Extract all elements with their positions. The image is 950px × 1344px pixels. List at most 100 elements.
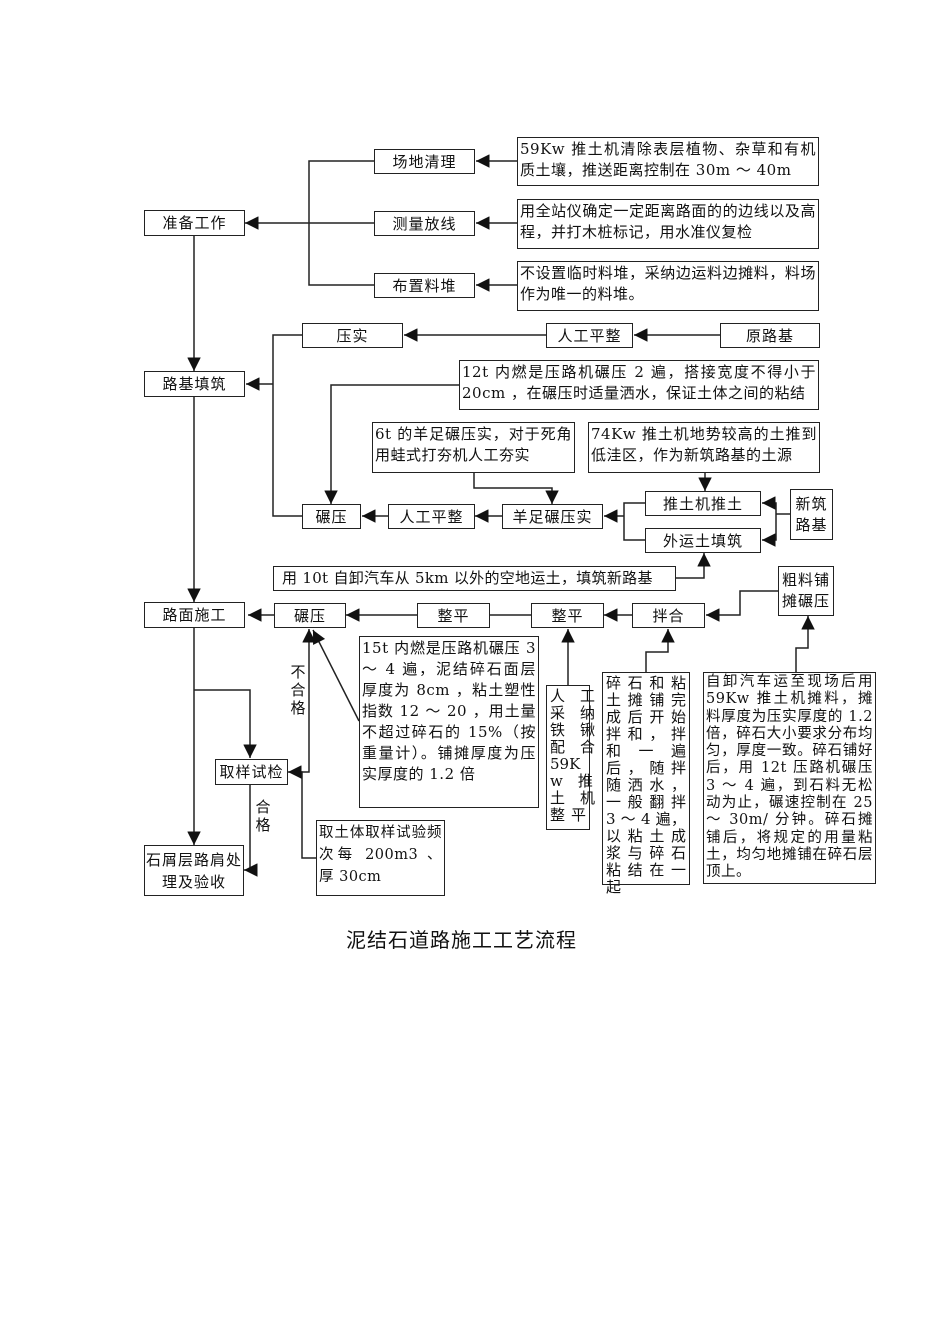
step-mix-label: 拌合	[652, 606, 685, 625]
step-original-label: 原路基	[745, 326, 794, 345]
manual-level-row: 人 工	[550, 687, 596, 705]
step-import-fill: 外运土填筑	[645, 528, 761, 553]
arrow-mixing-mix	[645, 629, 675, 672]
step-prep: 准备工作	[144, 210, 245, 236]
mixing-row: 后，随拌	[606, 759, 686, 777]
step-new-subgrade-label: 新筑路基	[795, 494, 828, 534]
label-fail-text: 不合格	[290, 663, 306, 717]
step-manual-level-label: 人工平整	[399, 507, 464, 526]
step-manual-level: 人工平整	[388, 504, 475, 529]
note-bulldozer74: 74Kw 推土机地势较高的土推到低洼区，作为新筑路基的土源	[588, 422, 820, 473]
manual-level-row: 采 纳	[550, 704, 596, 722]
step-compact: 压实	[302, 323, 403, 348]
step-bulldoze-label: 推土机推土	[662, 494, 743, 513]
step-sheepsfoot-label: 羊足碾压实	[512, 507, 593, 526]
note-clear: 59Kw 推土机清除表层植物、杂草和有机质土壤，推送距离控制在 30m ～ 40…	[517, 137, 819, 186]
note-sheepsfoot6t: 6t 的羊足碾压实，对于死角用蛙式打夯机人工夯实	[372, 422, 575, 473]
step-pavement: 路面施工	[144, 602, 245, 628]
step-new-subgrade: 新筑路基	[790, 489, 833, 540]
step-clear-label: 场地清理	[392, 152, 457, 171]
mixing-row: 一般翻拌	[606, 793, 686, 811]
mixing-row: 碎石和粘	[606, 674, 686, 692]
arrow-new-bulldoze	[762, 496, 777, 514]
manual-level-row: 配 合	[550, 738, 596, 756]
step-import-fill-label: 外运土填筑	[662, 531, 743, 550]
step-shoulder: 石屑层路肩处理及验收	[144, 845, 244, 896]
mixing-row: 拌和，拌	[606, 725, 686, 743]
mixing-row: 3 ～ 4 遍，	[606, 810, 686, 828]
step-level1-label: 整平	[437, 606, 470, 625]
manual-level-row: w 推	[550, 772, 593, 790]
manual-level-row: 59K	[550, 755, 581, 773]
diagram-title: 泥结石道路施工工艺流程	[346, 928, 577, 952]
mixing-row: 起	[606, 878, 622, 896]
note-spreading: 自卸汽车运至现场后用 59Kw 推土机摊料，摊料厚度为压实厚度的 1.2 倍，碎…	[703, 672, 888, 884]
mixing-row: 成后开始	[606, 708, 686, 726]
step-survey: 测量放线	[374, 211, 475, 236]
mixing-row: 浆与碎石	[606, 844, 686, 862]
arrow-spreading-coarse	[795, 616, 815, 672]
step-manual-level-top: 人工平整	[546, 323, 633, 348]
step-sample-label: 取样试检	[219, 763, 284, 781]
step-bulldoze: 推土机推土	[645, 491, 761, 516]
label-fail: 不合格	[290, 663, 306, 717]
step-prep-label: 准备工作	[162, 214, 227, 232]
mixing-row: 以粘土成	[606, 827, 686, 845]
arrow-new-import	[762, 514, 777, 547]
step-coarse-label: 粗料铺摊碾压	[781, 571, 830, 610]
step-stockpile: 布置料堆	[374, 273, 475, 298]
note-sheepsfoot6t-text: 6t 的羊足碾压实，对于死角用蛙式打夯机人工夯实	[375, 425, 572, 464]
step-pavement-label: 路面施工	[162, 606, 227, 624]
note-stockpile-text: 不设置临时料堆，采纳边运料边摊料，料场作为唯一的料堆。	[520, 264, 816, 303]
step-roll-pavement-label: 碾压	[293, 606, 326, 625]
step-mix: 拌合	[632, 603, 705, 628]
step-compact-label: 压实	[336, 326, 369, 345]
mixing-row: 和 一 遍	[606, 742, 686, 760]
step-subgrade: 路基填筑	[144, 371, 245, 397]
arrow-coarse-mix	[706, 590, 778, 622]
mixing-row: 随洒水，	[606, 776, 686, 794]
note-survey-text: 用全站仪确定一定距离路面的的边线以及高程，并打木桩标记，用水准仪复检	[520, 202, 816, 241]
label-pass: 合格	[255, 798, 271, 834]
arrow-sampling-sample	[288, 765, 318, 859]
step-roll-subgrade-label: 碾压	[315, 507, 348, 526]
step-level2-label: 整平	[551, 606, 584, 625]
note-bulldozer74-text: 74Kw 推土机地势较高的土推到低洼区，作为新筑路基的土源	[591, 425, 817, 464]
step-survey-label: 测量放线	[392, 214, 457, 233]
note-roller15t-text: 15t 内燃是压路机碾压 3 ～ 4 遍，泥结碎石面层厚度为 8cm ，粘土塑性…	[362, 639, 536, 783]
manual-level-row: 整平	[550, 806, 586, 824]
step-roll-subgrade: 碾压	[302, 504, 361, 529]
bracket-subgrade	[272, 334, 302, 517]
step-coarse: 粗料铺摊碾压	[778, 566, 834, 616]
manual-level-row: 铁 锹	[550, 721, 596, 739]
note-truck10t: 用 10t 自卸汽车从 5km 以外的空地运土，填筑新路基	[273, 566, 676, 591]
arrow-12t-roll	[324, 384, 460, 504]
step-manual-level-top-label: 人工平整	[557, 326, 622, 345]
step-original: 原路基	[720, 323, 820, 348]
step-sample: 取样试检	[215, 759, 288, 785]
step-sheepsfoot: 羊足碾压实	[502, 504, 603, 529]
note-roller12t-text: 12t 内燃是压路机碾压 2 遍，搭接宽度不得小于 20cm ，在碾压时适量洒水…	[462, 363, 816, 402]
arrow-pavement-sample	[194, 689, 257, 758]
step-clear: 场地清理	[374, 149, 475, 174]
note-clear-text: 59Kw 推土机清除表层植物、杂草和有机质土壤，推送距离控制在 30m ～ 40…	[520, 140, 816, 179]
label-pass-text: 合格	[255, 798, 271, 834]
manual-level-row: 土 机	[550, 789, 596, 807]
note-spreading-text: 自卸汽车运至现场后用 59Kw 推土机摊料，摊料厚度为压实厚度的 1.2 倍，碎…	[706, 674, 888, 881]
note-roller12t: 12t 内燃是压路机碾压 2 遍，搭接宽度不得小于 20cm ，在碾压时适量洒水…	[459, 360, 819, 410]
note-survey: 用全站仪确定一定距离路面的的边线以及高程，并打木桩标记，用水准仪复检	[517, 199, 819, 249]
note-sampling: 取土体取样试验频次每 200m3 、厚 30cm	[316, 820, 445, 896]
arrow-truck-import	[676, 553, 711, 579]
note-sampling-text: 取土体取样试验频次每 200m3 、厚 30cm	[319, 825, 442, 885]
step-subgrade-label: 路基填筑	[162, 375, 227, 393]
note-stockpile: 不设置临时料堆，采纳边运料边摊料，料场作为唯一的料堆。	[517, 261, 819, 311]
step-roll-pavement: 碾压	[274, 603, 346, 628]
bracket-bulldoze-import	[623, 502, 645, 541]
arrow-15t-roll	[312, 629, 360, 722]
step-level2: 整平	[531, 603, 604, 628]
arrow-6t-sheep	[473, 473, 559, 504]
